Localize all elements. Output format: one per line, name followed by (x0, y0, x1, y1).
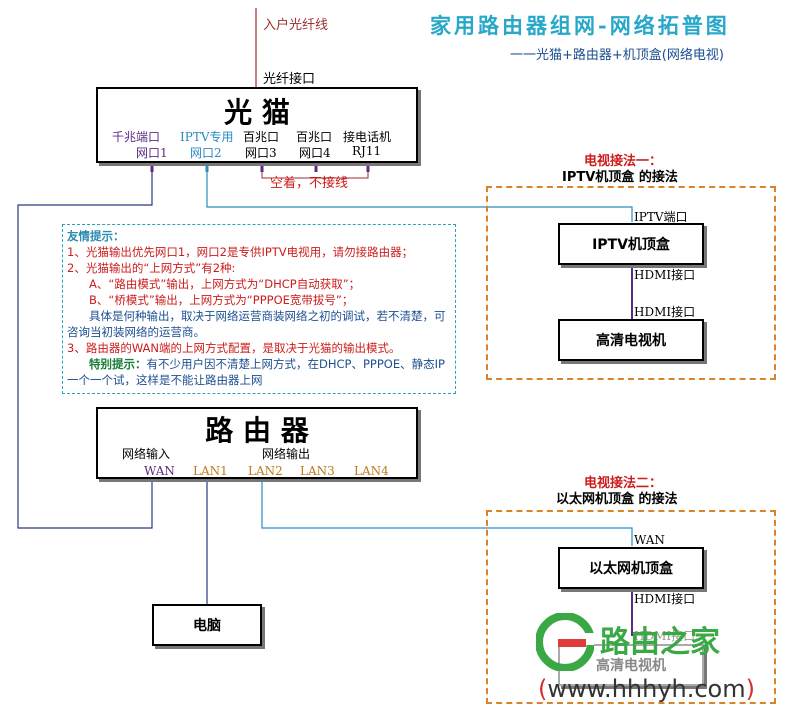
diagram-subtitle: 一一光猫+路由器+机顶盒(网络电视) (510, 48, 724, 63)
tips-line3: A、“路由模式”输出，上网方式为“DHCP自动获取”； (89, 277, 361, 291)
tips-line4: B、“桥模式”输出，上网方式为“PPPOE宽带拔号”； (89, 293, 354, 307)
unused-bracket (261, 172, 369, 179)
iptv-wire (206, 172, 633, 222)
modem-port3-top: 百兆口 (243, 130, 280, 144)
tv2-hdmi-out: HDMI接口 (634, 592, 696, 606)
tv2-group (486, 510, 776, 704)
router-name: 路 由 器 (205, 414, 309, 447)
tv1-heading: 电视接法一： (584, 154, 663, 169)
tips-line6: 3、路由器的WAN端的上网方式配置，是取决于光猫的输出模式。 (67, 341, 401, 355)
modem-to-router-wire (17, 172, 153, 529)
modem-port4-bottom: 网口4 (299, 146, 331, 160)
router-port-lan2: LAN2 (248, 464, 283, 478)
modem-port5-top: 接电话机 (343, 130, 392, 144)
router-box: 路 由 器 (96, 407, 418, 479)
tips-panel: 友情提示： 1、光猫输出优先网口1，网口2是专供IPTV电视用，请勿接路由器； … (62, 224, 456, 394)
tv2-hdmi-in: HDMI接口 (634, 629, 696, 643)
tv1-tv-box: 高清电视机 (558, 319, 704, 361)
tv2-heading: 电视接法二： (584, 476, 663, 491)
tips-special-text: 有不少用户因不清楚上网方式，在DHCP、PPPOE、静态IP 一个一个试，这样是… (67, 357, 445, 387)
watermark-url: (www.hhhyh.com) (538, 675, 755, 703)
tips-line5: 具体是何种输出，取决于网络运营商装网络之初的调试，若不清楚，可咨询当初装网络的运… (67, 309, 446, 339)
modem-name: 光 猫 (224, 96, 290, 129)
modem-port1-top: 千兆端口 (112, 130, 161, 144)
watermark-brand: 路由之家 (600, 625, 720, 660)
tips-line2: 2、光猫输出的“上网方式”有2种: (67, 261, 236, 275)
tv2-in-port: WAN (634, 533, 665, 547)
modem-box: 光 猫 (96, 87, 418, 163)
tv1-group (486, 186, 776, 380)
modem-port3-bottom: 网口3 (245, 146, 277, 160)
tips-special-label: 特别提示： (89, 357, 147, 371)
modem-port2-top: IPTV专用 (180, 130, 234, 144)
unused-ports-note: 空着，不接线 (270, 176, 349, 191)
brand-logo-icon (536, 613, 594, 671)
tv1-hdmi-in: HDMI接口 (634, 305, 696, 319)
modem-port5-bottom: RJ11 (352, 144, 382, 158)
router-port-lan4: LAN4 (354, 464, 389, 478)
pc-box: 电脑 (152, 604, 262, 646)
fiber-in-label: 入户光纤线 (263, 18, 329, 33)
fiber-port-label: 光纤接口 (263, 72, 316, 87)
lan2-to-stb-wire (261, 482, 633, 546)
tips-heading: 友情提示： (67, 229, 125, 243)
modem-port4-top: 百兆口 (296, 130, 333, 144)
router-wan-label: 网络输入 (122, 447, 171, 461)
iptv-stb-box: IPTV机顶盒 (558, 223, 704, 265)
tv1-hdmi-out: HDMI接口 (634, 268, 696, 282)
ethernet-stb-box: 以太网机顶盒 (558, 547, 704, 589)
modem-port2-bottom: 网口2 (190, 146, 222, 160)
router-port-lan3: LAN3 (300, 464, 335, 478)
tv1-subheading: IPTV机顶盒 的接法 (562, 170, 678, 185)
router-lan-label: 网络输出 (262, 447, 311, 461)
router-port-wan: WAN (144, 464, 175, 478)
tv1-in-port: IPTV端口 (634, 210, 688, 224)
tips-line1: 1、光猫输出优先网口1，网口2是专供IPTV电视用，请勿接路由器； (67, 245, 414, 259)
tv2-subheading: 以太网机顶盒 的接法 (556, 492, 678, 507)
diagram-title: 家用路由器组网-网络拓普图 (430, 13, 730, 38)
router-port-lan1: LAN1 (193, 464, 228, 478)
modem-port1-bottom: 网口1 (136, 146, 168, 160)
